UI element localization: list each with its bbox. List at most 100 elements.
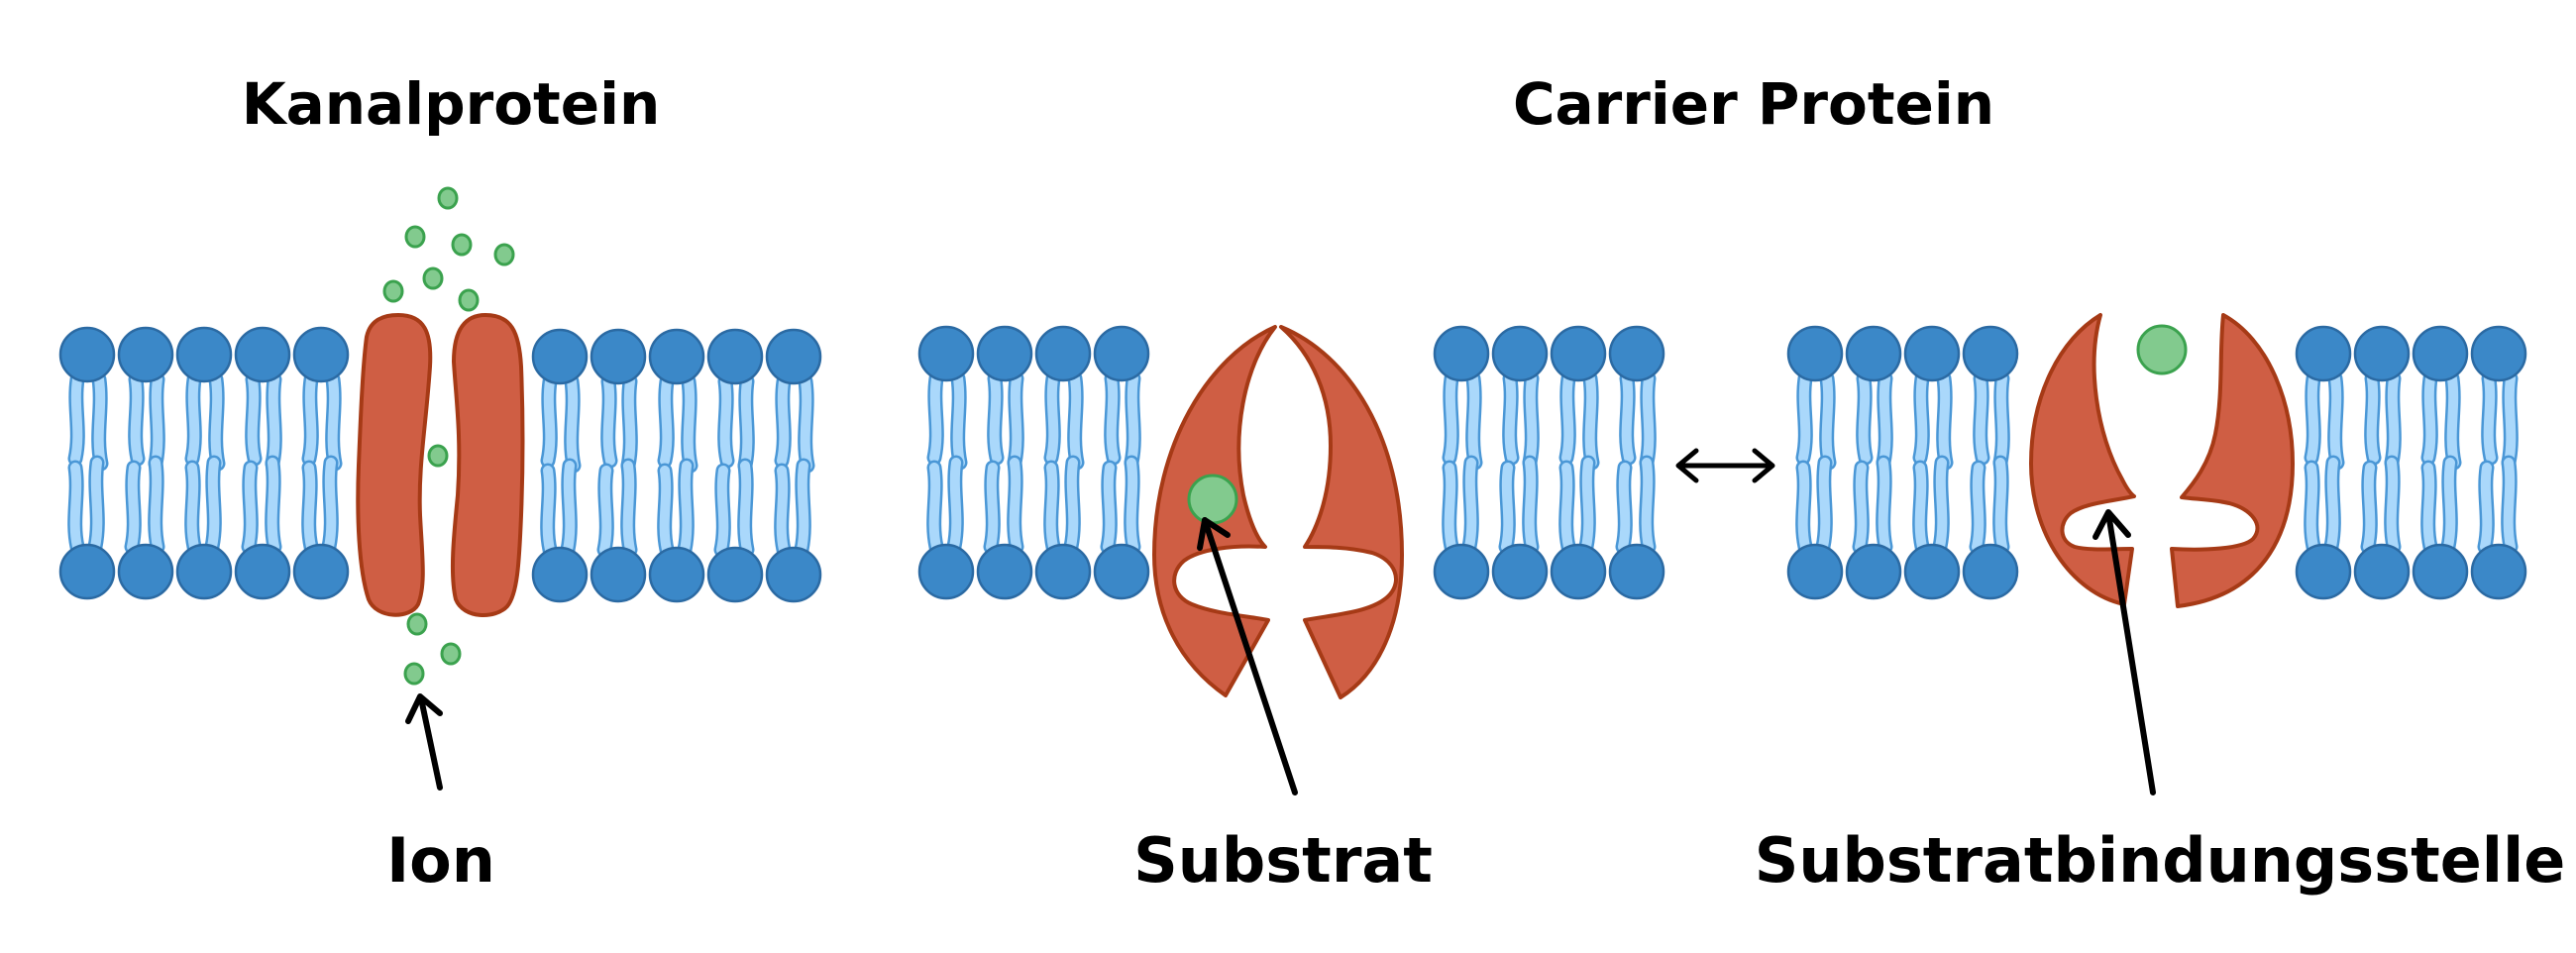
lipid-tail (303, 463, 316, 552)
lipid-head (58, 543, 116, 600)
lipid-tail (1584, 373, 1597, 468)
lipid-head (590, 328, 647, 385)
lipid-tail (130, 374, 143, 464)
lipid-tail (563, 461, 576, 555)
lipid-tail (599, 466, 612, 555)
lipid-tail (1046, 373, 1059, 463)
lipid-tail (70, 374, 83, 464)
title-kanalprotein: Kanalprotein (242, 70, 661, 138)
lipid-head (292, 326, 350, 383)
lipid-tail (952, 373, 965, 468)
double-arrow-icon (1675, 448, 1775, 483)
lipid-tail (151, 374, 163, 469)
lipid-head (2353, 543, 2411, 600)
lipid-tail (2446, 373, 2459, 468)
lipid-tail (127, 463, 140, 552)
lipid-tail (1878, 373, 1891, 468)
lipid-head (765, 546, 822, 603)
lipid-tail (1504, 373, 1517, 463)
lipid-tail (1045, 463, 1058, 552)
carrier-subunit-left (2029, 313, 2136, 606)
lipid-tail (986, 463, 999, 552)
lipid-head (1962, 543, 2019, 600)
lipid-tail (1103, 463, 1116, 552)
binding-site-pointer-arrow (2093, 509, 2156, 795)
lipid-tail (680, 461, 693, 555)
carrier-subunit-right (1279, 325, 1404, 699)
lipid-tail (1525, 373, 1538, 468)
substrate-molecule (1187, 474, 1238, 525)
lipid-tail (566, 376, 579, 471)
lipid-tail (777, 376, 790, 466)
lipid-head (58, 326, 116, 383)
lipid-tail (1127, 373, 1139, 468)
lipid-head (175, 543, 233, 600)
lipid-head (2470, 325, 2527, 382)
lipid-tail (2306, 463, 2318, 552)
lipid-head (1608, 543, 1665, 600)
lipid-head (531, 546, 589, 603)
lipid-head (1903, 543, 1961, 600)
lipid-tail (1975, 373, 1987, 463)
lipid-tail (186, 463, 199, 552)
lipid-tail (2503, 458, 2516, 552)
lipid-tail (1818, 458, 1831, 552)
lipid-head (1845, 543, 1902, 600)
lipid-tail (210, 374, 223, 469)
ion (406, 612, 428, 636)
lipid-head (2295, 325, 2352, 382)
ion (382, 279, 404, 303)
carrier-subunit-right (2170, 313, 2295, 608)
lipid-tail (1642, 373, 1655, 468)
lipid-tail (2326, 458, 2339, 552)
lipid-head (1903, 325, 1961, 382)
lipid-tail (2504, 373, 2517, 468)
lipid-head (706, 328, 764, 385)
lipid-tail (1821, 373, 1834, 468)
lipid-tail (719, 376, 732, 466)
lipid-tail (90, 458, 103, 552)
lipid-tail (93, 374, 106, 469)
lipid-tail (1444, 463, 1456, 552)
lipid-tail (1797, 463, 1810, 552)
lipid-head (117, 543, 174, 600)
lipid-tail (2307, 373, 2319, 463)
lipid-head (976, 325, 1033, 382)
channel-subunit-right (450, 313, 525, 618)
lipid-tail (1938, 373, 1951, 468)
lipid-head (2353, 325, 2411, 382)
lipid-tail (150, 458, 162, 552)
lipid-tail (623, 376, 636, 471)
lipid-tail (2386, 458, 2399, 552)
lipid-head (2470, 543, 2527, 600)
lipid-tail (2366, 373, 2379, 463)
ion (403, 662, 425, 686)
lipid-tail (1560, 463, 1573, 552)
ion (427, 444, 449, 468)
ion (458, 288, 480, 312)
lipid-tail (602, 376, 615, 466)
substrate-pointer-arrow (1197, 517, 1298, 795)
lipid-tail (1618, 463, 1631, 552)
lipid-tail (2480, 463, 2493, 552)
lipid-tail (187, 374, 200, 464)
lipid-head (234, 543, 291, 600)
lipid-tail (1972, 463, 1985, 552)
lipid-head (648, 328, 705, 385)
lipid-tail (2422, 463, 2435, 552)
lipid-head (1786, 543, 1844, 600)
lipid-tail (1914, 463, 1927, 552)
lipid-head (590, 546, 647, 603)
lipid-tail (1855, 463, 1868, 552)
substrate-molecule (2136, 324, 2188, 375)
lipid-tail (683, 376, 696, 471)
lipid-tail (949, 458, 962, 552)
lipid-tail (1581, 458, 1594, 552)
lipid-tail (268, 374, 280, 469)
lipid-tail (1106, 373, 1119, 463)
lipid-tail (69, 463, 82, 552)
lipid-tail (1066, 458, 1079, 552)
ion (422, 266, 444, 290)
lipid-tail (327, 374, 340, 469)
